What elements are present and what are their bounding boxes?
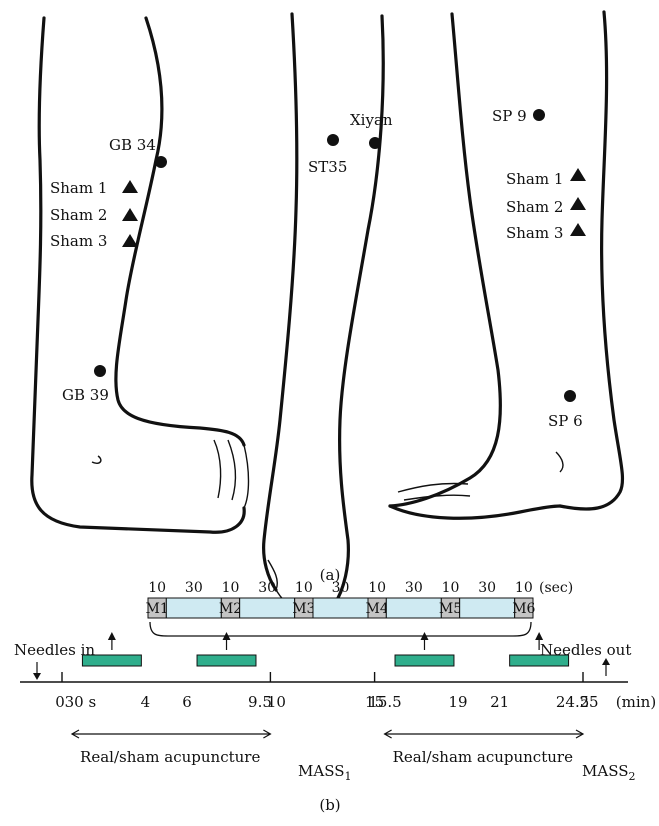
acupoint-gb34-label: GB 34	[109, 136, 156, 154]
acupoint-sp6-dot	[564, 390, 576, 402]
segment-label: M3	[292, 601, 315, 617]
tick-label: 6	[182, 693, 192, 711]
tick-label: 0	[55, 693, 65, 711]
left-sham1-label: Sham 1	[50, 179, 107, 197]
tick-label: 19	[448, 693, 467, 711]
needles-out-label: Needles out	[540, 641, 631, 659]
period-label-1: Real/sham acupuncture	[80, 748, 260, 766]
interval-segment	[386, 598, 441, 618]
right-sham2-label: Sham 2	[506, 198, 563, 216]
segment-label: M4	[366, 601, 389, 617]
mass-2-label: MASS2	[582, 762, 635, 783]
interval-segment	[460, 598, 515, 618]
leg-illustration-left	[32, 18, 249, 532]
left-sham1-marker	[122, 180, 138, 193]
acupoint-sp9-dot	[533, 109, 545, 121]
segment-seconds-label: 10	[368, 580, 386, 596]
tick-label: 4	[141, 693, 151, 711]
segment-seconds-label: 10	[295, 580, 313, 596]
period-label-2: Real/sham acupuncture	[393, 748, 573, 766]
segment-seconds-label: 30	[185, 580, 203, 596]
interval-segment	[313, 598, 368, 618]
left-sham3-marker	[122, 234, 138, 247]
acupoint-gb39-dot	[94, 365, 106, 377]
tick-label: 10	[267, 693, 286, 711]
unit-sec-label: (sec)	[539, 580, 573, 596]
segment-label: M5	[439, 601, 462, 617]
acupoint-xiyan-label: Xiyan	[350, 111, 393, 129]
stimulation-bar	[197, 655, 256, 666]
needles-in-label: Needles in	[14, 641, 95, 659]
right-sham1-marker	[570, 168, 586, 181]
tick-label: 30 s	[65, 693, 97, 711]
right-sham3-label: Sham 3	[506, 224, 563, 242]
acupoint-st35-label: ST35	[308, 158, 347, 176]
acupoint-sp9-label: SP 9	[492, 107, 527, 125]
interval-segment	[240, 598, 295, 618]
segment-label: M2	[219, 601, 242, 617]
needles-out-arrowhead	[602, 658, 610, 665]
segment-seconds-label: 10	[515, 580, 533, 596]
segment-label: M1	[146, 601, 169, 617]
caption-b: (b)	[319, 796, 340, 814]
needles-in-arrowhead	[33, 673, 41, 680]
stimulation-bar	[395, 655, 454, 666]
left-sham2-marker	[122, 208, 138, 221]
unit-min-label: (min)	[616, 693, 656, 711]
leg-illustration-middle	[264, 14, 384, 618]
acupoint-xiyan-dot	[369, 137, 381, 149]
acupoint-st35-dot	[327, 134, 339, 146]
segment-seconds-label: 30	[258, 580, 276, 596]
tick-label: 25	[579, 693, 598, 711]
right-sham2-marker	[570, 197, 586, 210]
tick-label: 15.5	[368, 693, 401, 711]
tick-label: 21	[490, 693, 509, 711]
segment-label: M6	[512, 601, 535, 617]
leg-illustration-right	[390, 12, 622, 518]
acupoint-gb39-label: GB 39	[62, 386, 109, 404]
right-sham3-marker	[570, 223, 586, 236]
segment-seconds-label: 30	[332, 580, 350, 596]
right-sham1-label: Sham 1	[506, 170, 563, 188]
interval-segment	[166, 598, 221, 618]
segment-seconds-label: 10	[222, 580, 240, 596]
up-arrow-head	[535, 632, 543, 640]
left-sham2-label: Sham 2	[50, 206, 107, 224]
segment-bracket	[150, 622, 531, 636]
segment-seconds-label: 30	[405, 580, 423, 596]
segment-seconds-label: 30	[478, 580, 496, 596]
acupoint-gb34-dot	[155, 156, 167, 168]
segment-seconds-label: 10	[442, 580, 460, 596]
left-sham3-label: Sham 3	[50, 232, 107, 250]
up-arrow-head	[108, 632, 116, 640]
segment-seconds-label: 10	[148, 580, 166, 596]
mass-1-label: MASS1	[298, 762, 351, 783]
acupoint-sp6-label: SP 6	[548, 412, 583, 430]
